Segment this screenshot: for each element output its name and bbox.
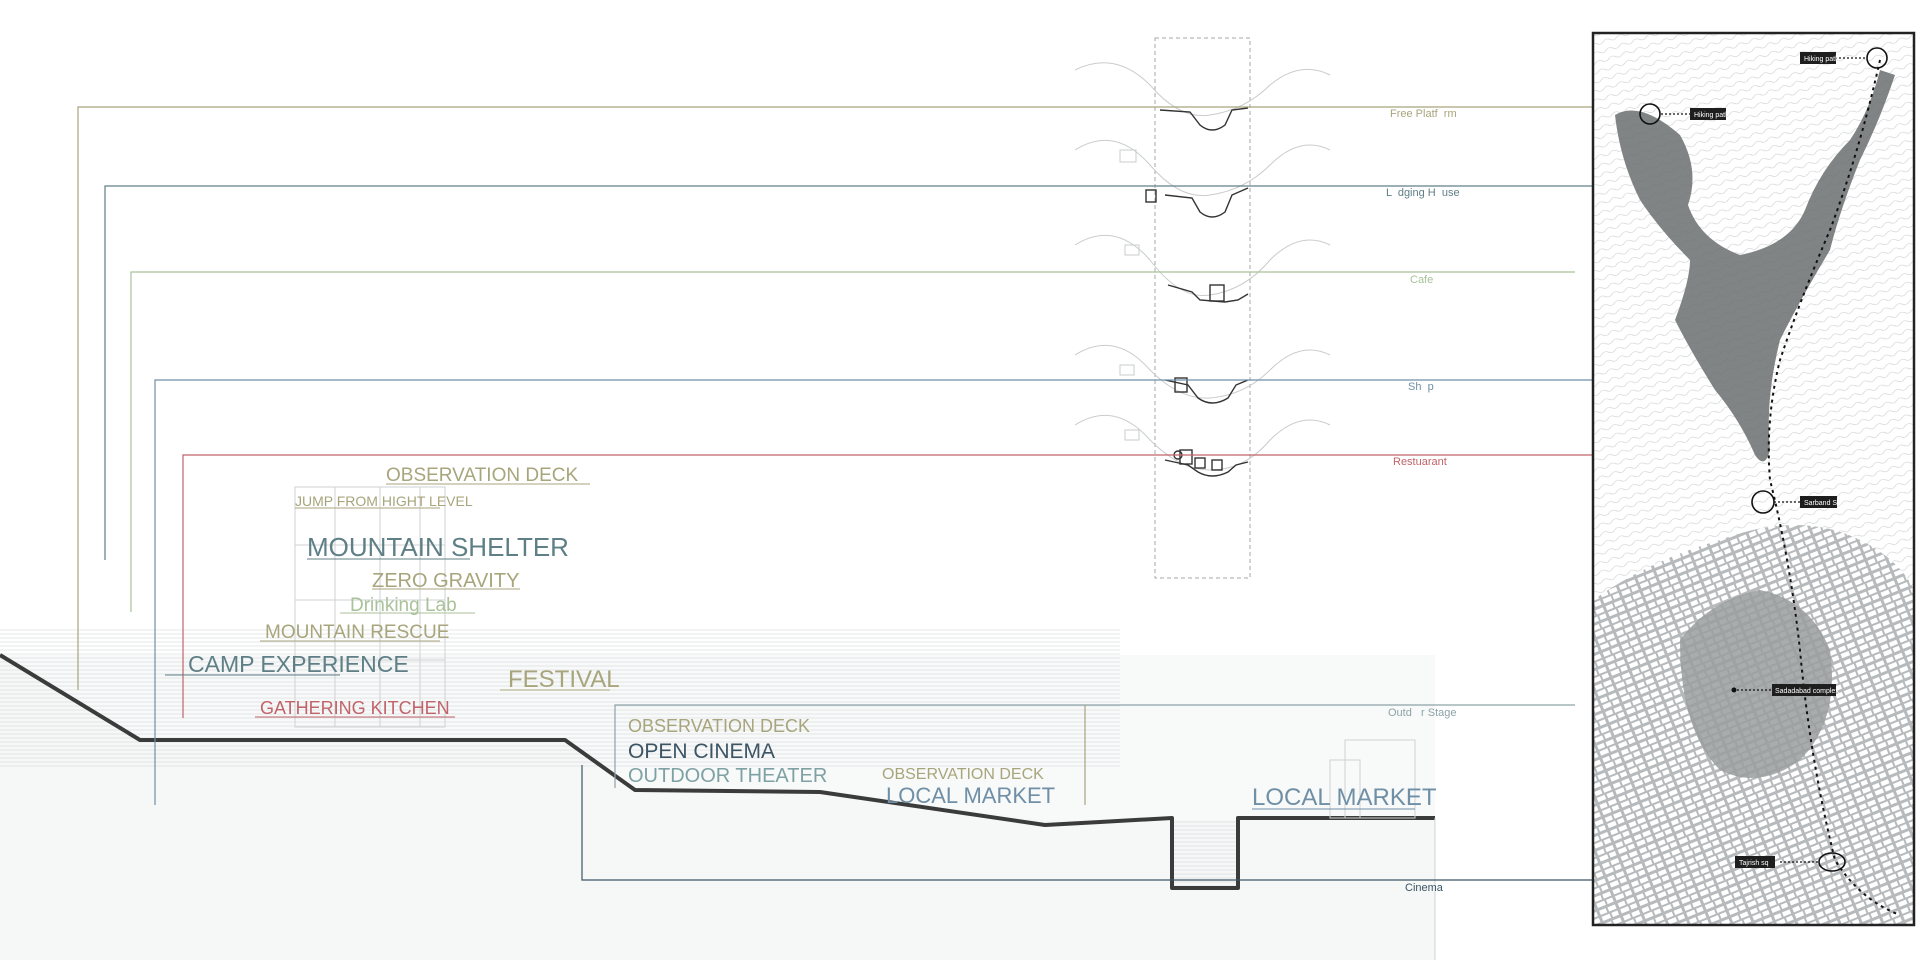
map-frame (1591, 31, 1916, 927)
label-lodging-house: L dging H use (1386, 187, 1460, 199)
scaffold-structure (294, 486, 1416, 819)
prog-mountain-rescue: MOUNTAIN RESCUE (265, 622, 449, 643)
map-route (1767, 59, 1901, 916)
prog-open-cinema: OPEN CINEMA (628, 740, 775, 763)
map-label-saadabad: Sadadabad complex (1775, 688, 1839, 695)
prog-observation-deck-lower: OBSERVATION DECK (628, 716, 810, 736)
vignette-background (1074, 62, 1331, 471)
vignette-frame (1154, 37, 1251, 579)
prog-observation-deck-small: OBSERVATION DECK (882, 766, 1044, 783)
pit-hatch (1172, 820, 1238, 888)
label-restaurant: Restuarant (1393, 456, 1447, 468)
map-label-hiking-2: Hiking path (1694, 112, 1729, 119)
marker-saadabad (1731, 687, 1737, 693)
leader-restaurant (182, 454, 1735, 718)
terrain-hatch (0, 628, 1120, 768)
map-valley-path-area (1615, 70, 1895, 462)
label-outdoor-stage: Outd r Stage (1388, 707, 1456, 719)
leader-cafe (130, 271, 1575, 612)
section-labels: Free Platf rm L dging H use Cafe Sh p Re… (1386, 108, 1460, 894)
vignette-cuts (1145, 107, 1249, 477)
leader-free-platform (77, 106, 1625, 690)
ground-body (0, 655, 1435, 960)
prog-gathering-kitchen: GATHERING KITCHEN (260, 698, 450, 718)
leader-lodging (104, 185, 1688, 560)
marker-tajrish (1818, 852, 1846, 872)
prog-festival: FESTIVAL (508, 666, 620, 693)
prog-observation-deck: OBSERVATION DECK (386, 465, 578, 486)
prog-zero-gravity: ZERO GRAVITY (372, 570, 519, 592)
map-label-sarband: Sarband Sq (1804, 500, 1841, 507)
prog-local-market-mid: LOCAL MARKET (886, 783, 1055, 808)
site-map: Hiking path Hiking path Sarband Sq Sadad… (1591, 31, 1916, 927)
leader-outdoor-stage (614, 704, 1575, 788)
label-shop: Sh p (1408, 381, 1434, 393)
lower-program: OBSERVATION DECK OPEN CINEMA OUTDOOR THE… (628, 716, 1437, 811)
label-free-platform: Free Platf rm (1390, 108, 1457, 120)
map-label-hiking-1: Hiking path (1804, 56, 1839, 63)
prog-outdoor-theater: OUTDOOR THEATER (628, 765, 827, 787)
map-label-tajrish: Tajrish sq (1739, 860, 1769, 867)
prog-jump: JUMP FROM HIGHT LEVEL (295, 493, 473, 509)
section-cut-line (0, 653, 1435, 890)
label-cafe: Cafe (1410, 274, 1433, 286)
prog-mountain-shelter: MOUNTAIN SHELTER (307, 532, 569, 562)
label-cinema: Cinema (1405, 882, 1444, 894)
leader-shop (154, 379, 1680, 805)
leader-lines (77, 106, 1800, 881)
section-vignettes (1074, 37, 1331, 579)
site-section (0, 486, 1436, 960)
marker-hiking-1 (1866, 47, 1888, 69)
prog-drinking-lab: Drinking Lab (350, 595, 457, 616)
upper-program: OBSERVATION DECK JUMP FROM HIGHT LEVEL M… (165, 465, 620, 718)
prog-camp-experience: CAMP EXPERIENCE (188, 651, 409, 677)
map-saadabad-area (1680, 590, 1832, 778)
leader-cinema (581, 765, 1800, 881)
marker-hiking-2 (1639, 103, 1661, 125)
prog-local-market-right: LOCAL MARKET (1252, 784, 1437, 811)
